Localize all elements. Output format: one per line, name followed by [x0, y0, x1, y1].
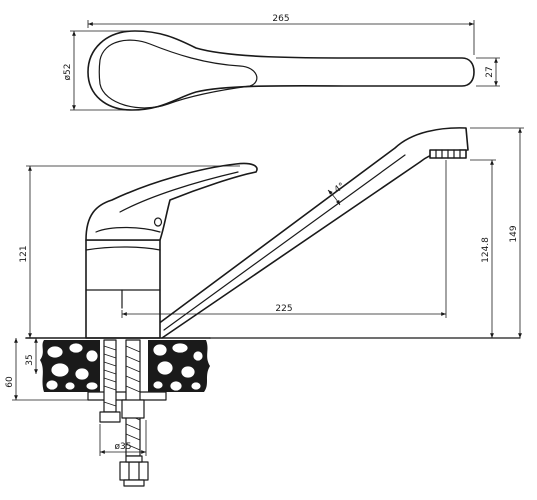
dim-base-diameter-text: ø35: [115, 442, 132, 452]
dim-height-outlet-text: 124.8: [481, 237, 491, 263]
dim-reach: 225: [121, 160, 447, 318]
dim-height-total-text: 149: [509, 225, 519, 242]
dim-angle-text: 4°: [333, 181, 347, 195]
dim-below-35-text: 35: [25, 354, 35, 365]
dim-below-60: 60: [5, 338, 100, 401]
dim-below-60-text: 60: [5, 376, 15, 388]
dim-top-length-text: 265: [272, 14, 289, 24]
top-view-handle: [70, 20, 500, 111]
dim-top-width-text: 27: [485, 66, 495, 77]
mounting-hardware: [87, 339, 167, 487]
dim-top-width: 27: [485, 58, 498, 86]
dim-top-diameter-text: ø52: [63, 64, 73, 81]
dim-below-35: 35: [25, 338, 38, 374]
countertop-section: [40, 340, 210, 392]
dim-top-diameter: ø52: [63, 30, 76, 110]
dim-height-outlet: 124.8: [470, 159, 496, 338]
dim-angle: 4°: [327, 181, 347, 206]
dim-height-body-text: 121: [19, 245, 29, 262]
dim-base-diameter: ø35: [99, 420, 147, 456]
side-view-faucet: [25, 127, 521, 339]
dim-reach-text: 225: [275, 304, 292, 314]
dim-height-body: 121: [19, 165, 240, 338]
dim-top-length: 265: [88, 14, 474, 26]
dim-height-total: 149: [470, 127, 524, 338]
